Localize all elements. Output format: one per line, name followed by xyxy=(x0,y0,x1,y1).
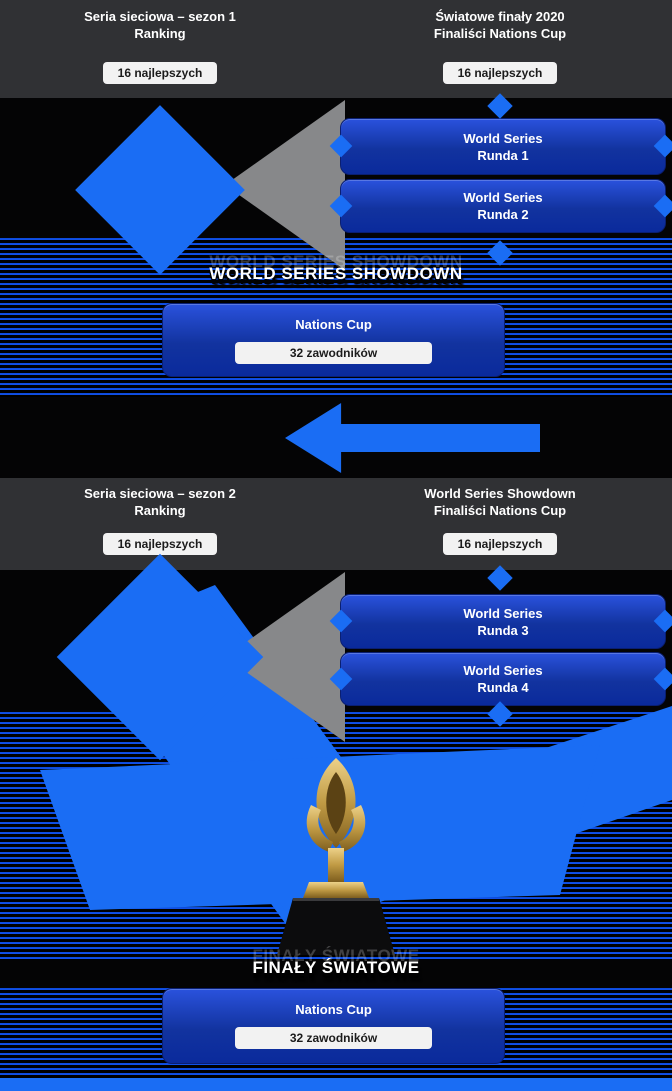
round2-label-line2: Runda 2 xyxy=(477,207,529,222)
season2-right-header: World Series Showdown Finaliści Nations … xyxy=(360,485,640,519)
bottom-blue-strip xyxy=(0,1078,672,1091)
world-finals-title: FINAŁY ŚWIATOWE xyxy=(252,958,420,977)
round4-label-line2: Runda 4 xyxy=(477,680,529,695)
season1-left-header-line2: Ranking xyxy=(134,26,186,41)
season1-left-badge-row: 16 najlepszych xyxy=(20,62,300,84)
season2-right-header-line2: Finaliści Nations Cup xyxy=(433,503,567,518)
players-count-badge: 32 zawodników xyxy=(235,1027,432,1049)
nations-cup-box-2: Nations Cup 32 zawodników xyxy=(162,988,505,1064)
round-box-3: World Series Runda 3 xyxy=(340,594,666,649)
top16-badge: 16 najlepszych xyxy=(442,62,558,84)
round2-label-line1: World Series xyxy=(463,190,543,205)
nations-cup-name: Nations Cup xyxy=(295,1002,372,1017)
top16-badge: 16 najlepszych xyxy=(102,533,218,555)
season2-left-header: Seria sieciowa – sezon 2 Ranking xyxy=(20,485,300,519)
season1-left-header: Seria sieciowa – sezon 1 Ranking xyxy=(20,8,300,42)
round-box-1: World Series Runda 1 xyxy=(340,118,666,175)
season2-right-badge-row: 16 najlepszych xyxy=(360,533,640,555)
title-band-2 xyxy=(0,960,672,988)
round-box-4: World Series Runda 4 xyxy=(340,652,666,706)
round4-label-line1: World Series xyxy=(463,663,543,678)
round3-label-line1: World Series xyxy=(463,605,543,621)
top16-badge: 16 najlepszych xyxy=(442,533,558,555)
season1-left-header-line1: Seria sieciowa – sezon 1 xyxy=(84,9,236,24)
season1-right-header-line2: Finaliści Nations Cup xyxy=(433,26,567,41)
nations-cup-box-1: Nations Cup 32 zawodników xyxy=(162,303,505,377)
center-arm-shape xyxy=(40,745,600,910)
season1-right-header: Światowe finały 2020 Finaliści Nations C… xyxy=(360,8,640,42)
season2-left-badge-row: 16 najlepszych xyxy=(20,533,300,555)
showdown-title: WORLD SERIES SHOWDOWN xyxy=(209,264,463,283)
nations-cup-name: Nations Cup xyxy=(295,317,372,332)
round-box-2: World Series Runda 2 xyxy=(340,179,666,233)
season1-right-header-line1: Światowe finały 2020 xyxy=(435,9,565,24)
round1-label-line1: World Series xyxy=(463,130,543,146)
top16-badge: 16 najlepszych xyxy=(102,62,218,84)
season2-left-header-line1: Seria sieciowa – sezon 2 xyxy=(84,486,236,501)
season1-right-badge-row: 16 najlepszych xyxy=(360,62,640,84)
round1-label-line2: Runda 1 xyxy=(477,147,529,163)
nations-cup-trophy-icon xyxy=(277,758,395,955)
round3-label-line2: Runda 3 xyxy=(477,622,529,638)
players-count-badge: 32 zawodników xyxy=(235,342,432,364)
season2-right-header-line1: World Series Showdown xyxy=(424,486,576,501)
season2-left-header-line2: Ranking xyxy=(134,503,186,518)
